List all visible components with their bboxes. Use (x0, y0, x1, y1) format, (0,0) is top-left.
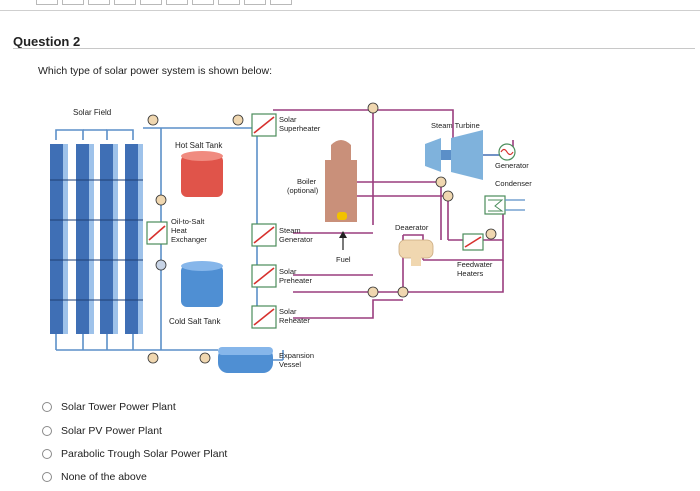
label-cold-salt-tank: Cold Salt Tank (169, 317, 221, 326)
option-solar-tower[interactable]: Solar Tower Power Plant (42, 399, 176, 415)
label-hot-salt-tank: Hot Salt Tank (175, 141, 223, 150)
option-label: Parabolic Trough Solar Power Plant (61, 448, 228, 460)
label-feedwater-heaters-1: Feedwater (457, 260, 493, 269)
label-expansion-vessel-2: Vessel (279, 360, 301, 369)
radio-circle-icon[interactable] (42, 402, 52, 412)
label-oil-to-salt-1: Oil-to-Salt (171, 217, 205, 226)
toolbar-cell[interactable] (270, 0, 292, 5)
top-divider (0, 10, 700, 11)
label-steam-turbine: Steam Turbine (431, 121, 480, 130)
label-fuel: Fuel (336, 255, 351, 264)
toolbar-cell[interactable] (192, 0, 214, 5)
radio-circle-icon[interactable] (42, 426, 52, 436)
label-boiler-2: (optional) (287, 186, 319, 195)
label-generator: Generator (495, 161, 529, 170)
label-solar-reheater-2: Reheater (279, 316, 310, 325)
heat-exchanger-preheater (251, 264, 277, 288)
toolbar-cell[interactable] (244, 0, 266, 5)
condenser (484, 195, 525, 215)
label-solar-preheater-1: Solar (279, 267, 297, 276)
label-oil-to-salt-3: Exchanger (171, 235, 207, 244)
label-steam-generator-1: Steam (279, 226, 301, 235)
toolbar-cell[interactable] (166, 0, 188, 5)
option-solar-pv[interactable]: Solar PV Power Plant (42, 423, 162, 439)
question-divider (13, 48, 695, 49)
heat-exchanger-reheater (251, 305, 277, 329)
generator (483, 143, 516, 161)
label-steam-generator-2: Generator (279, 235, 313, 244)
valve-icon (147, 102, 454, 364)
toolbar-cell[interactable] (36, 0, 58, 5)
toolbar-cell[interactable] (140, 0, 162, 5)
toolbar-strip (0, 0, 700, 12)
radio-circle-icon[interactable] (42, 449, 52, 459)
deaerator (398, 239, 434, 266)
heat-exchanger-steam-generator (251, 223, 277, 247)
heat-exchanger-superheater (251, 113, 277, 137)
boiler (325, 140, 357, 222)
label-boiler-1: Boiler (297, 177, 317, 186)
option-none-of-above[interactable]: None of the above (42, 469, 147, 485)
fuel-arrowhead (339, 231, 347, 238)
label-solar-preheater-2: Preheater (279, 276, 312, 285)
label-expansion-vessel-1: Expansion (279, 351, 314, 360)
pump-icon (155, 194, 497, 364)
toolbar-cell[interactable] (88, 0, 110, 5)
toolbar-cell[interactable] (218, 0, 240, 5)
toolbar-cell[interactable] (62, 0, 84, 5)
cold-salt-tank (181, 261, 223, 307)
label-solar-reheater-1: Solar (279, 307, 297, 316)
option-label: None of the above (61, 471, 147, 483)
radio-circle-icon[interactable] (42, 472, 52, 482)
label-condenser: Condenser (495, 179, 532, 188)
steam-turbine (425, 130, 483, 180)
option-parabolic-trough[interactable]: Parabolic Trough Solar Power Plant (42, 446, 227, 462)
solar-field-collectors (50, 144, 143, 334)
feedwater-heaters (462, 233, 484, 251)
expansion-vessel (218, 347, 273, 373)
solar-plant-diagram: Solar Field (50, 102, 532, 373)
label-feedwater-heaters-2: Heaters (457, 269, 484, 278)
label-solar-field: Solar Field (73, 108, 111, 117)
label-oil-to-salt-2: Heat (171, 226, 188, 235)
label-solar-superheater-2: Superheater (279, 124, 321, 133)
label-deaerator: Deaerator (395, 223, 429, 232)
toolbar-cell[interactable] (114, 0, 136, 5)
option-label: Solar PV Power Plant (61, 425, 162, 437)
option-label: Solar Tower Power Plant (61, 401, 176, 413)
question-prompt: Which type of solar power system is show… (38, 65, 273, 77)
oil-to-salt-exchanger (146, 221, 168, 245)
question-title: Question 2 (13, 34, 81, 49)
label-solar-superheater-1: Solar (279, 115, 297, 124)
hot-salt-tank (181, 151, 223, 197)
